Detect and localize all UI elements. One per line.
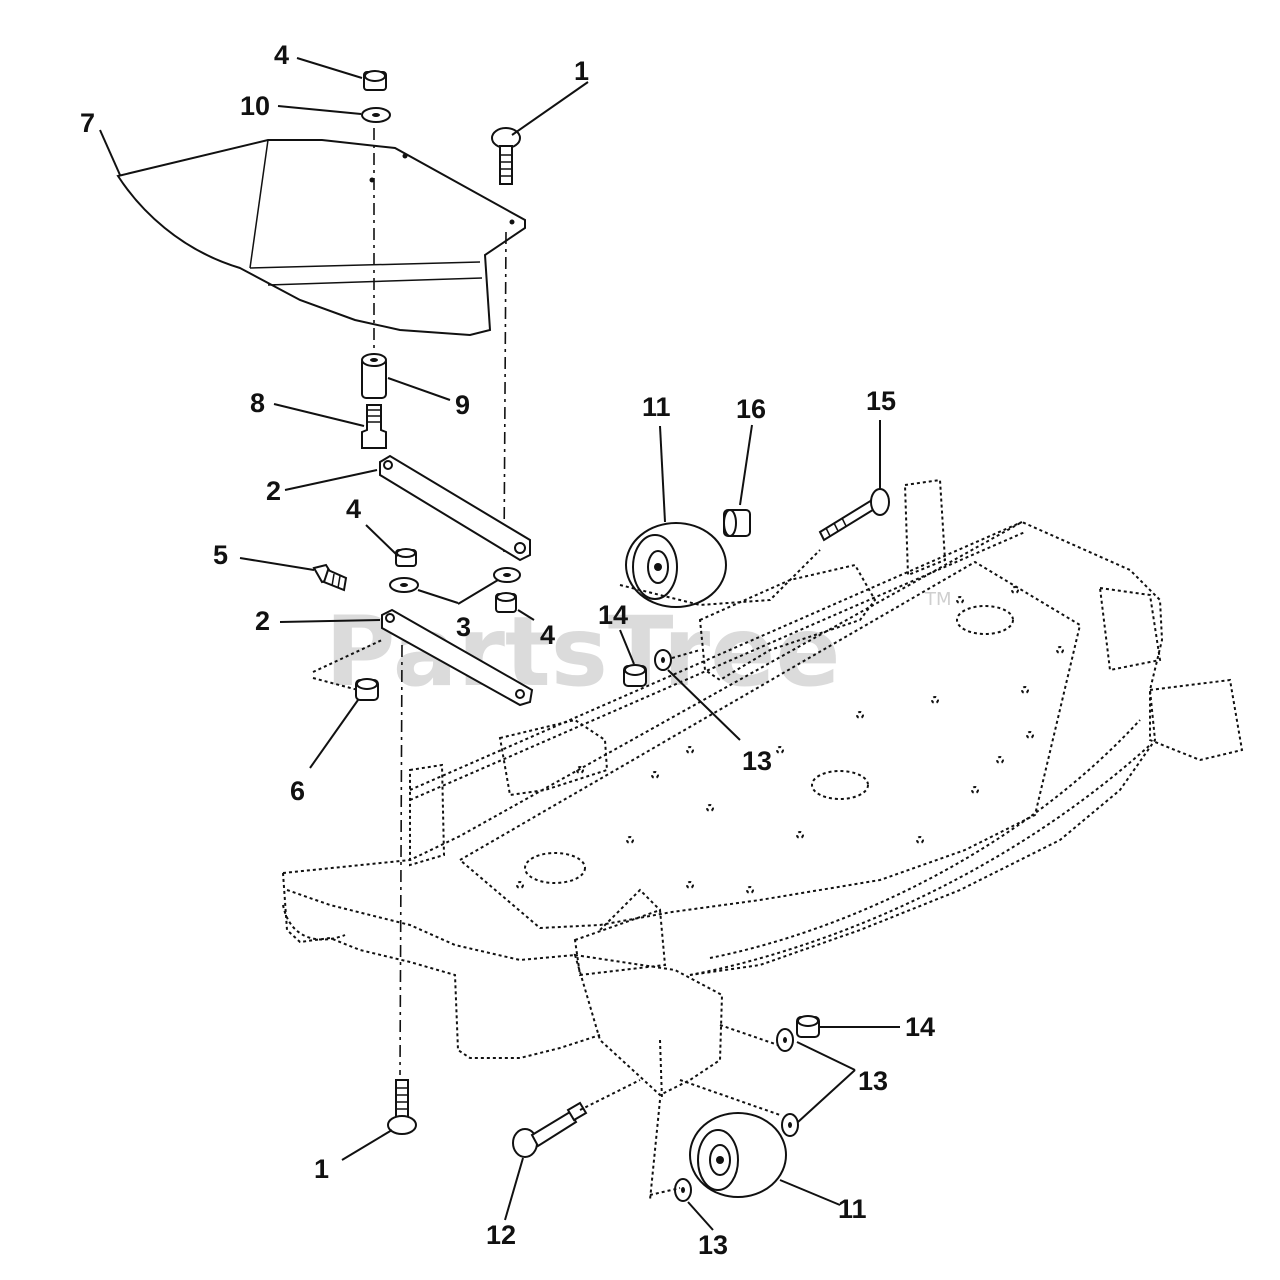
callout-11-front: 11 — [838, 1194, 867, 1224]
callout-14-front: 14 — [905, 1012, 935, 1042]
bracket-lower — [381, 608, 534, 707]
centerline-right — [503, 231, 507, 556]
carriage-bolt-top — [491, 127, 521, 185]
dash-bolt12 — [579, 1079, 641, 1111]
dash-front-down — [649, 1099, 661, 1201]
washer-mid-right — [493, 567, 521, 583]
callout-16: 16 — [736, 394, 766, 424]
callout-15: 15 — [866, 386, 896, 416]
mower-deck — [282, 478, 1244, 1101]
dash-nut6 — [312, 677, 359, 691]
dash-washer — [671, 649, 701, 659]
bracket-upper — [379, 454, 531, 562]
washer-rear — [654, 649, 672, 671]
callout-9: 9 — [455, 390, 470, 420]
callout-4-right: 4 — [540, 620, 555, 650]
callout-labels: 1 4 10 7 8 9 2 4 5 3 4 2 6 11 16 15 14 1… — [80, 40, 935, 1260]
callout-7: 7 — [80, 108, 95, 138]
nut-mid — [395, 548, 417, 567]
callout-3: 3 — [456, 612, 471, 642]
callout-14-rear: 14 — [598, 600, 628, 630]
watermark: PartsTree TM — [325, 589, 952, 708]
callout-2-upper: 2 — [266, 476, 281, 506]
callout-8: 8 — [250, 388, 265, 418]
callout-12: 12 — [486, 1220, 516, 1250]
watermark-trademark: TM — [924, 589, 952, 610]
watermark-text: PartsTree — [325, 596, 840, 708]
dash-front-top — [719, 1024, 779, 1046]
centerline-bottom — [399, 644, 403, 1076]
callout-13-bottom: 13 — [698, 1230, 728, 1260]
hex-bolt — [312, 563, 348, 592]
carriage-bolt-front — [512, 1101, 588, 1158]
wheel-spacer — [723, 509, 751, 537]
dash-rear-wheel — [619, 549, 821, 607]
callout-6: 6 — [290, 776, 305, 806]
callout-4-mid: 4 — [346, 494, 361, 524]
washer-front-bottom — [674, 1178, 692, 1202]
callout-10: 10 — [240, 91, 270, 121]
spacer — [361, 353, 387, 399]
callout-5: 5 — [213, 540, 228, 570]
callout-11-rear: 11 — [642, 392, 671, 422]
dash-front-axle — [649, 1187, 681, 1196]
washer-front-outer — [781, 1113, 799, 1137]
washer-mid-left — [389, 577, 419, 593]
belt-shield — [116, 139, 526, 337]
dash-front-diag — [679, 1079, 781, 1116]
nut-top — [363, 70, 387, 91]
shoulder-bolt — [818, 488, 890, 542]
lock-nut-bottom — [355, 678, 379, 701]
lock-nut-rear — [623, 664, 647, 687]
bolt-small — [361, 404, 387, 449]
callout-13-rear: 13 — [742, 746, 772, 776]
callout-1-bottom: 1 — [314, 1154, 329, 1184]
callout-2-lower: 2 — [255, 606, 270, 636]
leader-lines — [99, 57, 900, 1231]
front-gauge-wheel — [689, 1112, 787, 1198]
nut-mid-right — [495, 592, 517, 613]
callout-13-front: 13 — [858, 1066, 888, 1096]
washer-front-upper — [776, 1028, 794, 1052]
callout-1-top: 1 — [574, 56, 589, 86]
callout-4-top: 4 — [274, 40, 289, 70]
carriage-bolt-bottom — [387, 1079, 417, 1135]
lock-nut-front — [796, 1015, 820, 1038]
dash-bracket — [312, 639, 383, 673]
rear-gauge-wheel — [625, 522, 727, 608]
washer-top — [361, 107, 391, 123]
